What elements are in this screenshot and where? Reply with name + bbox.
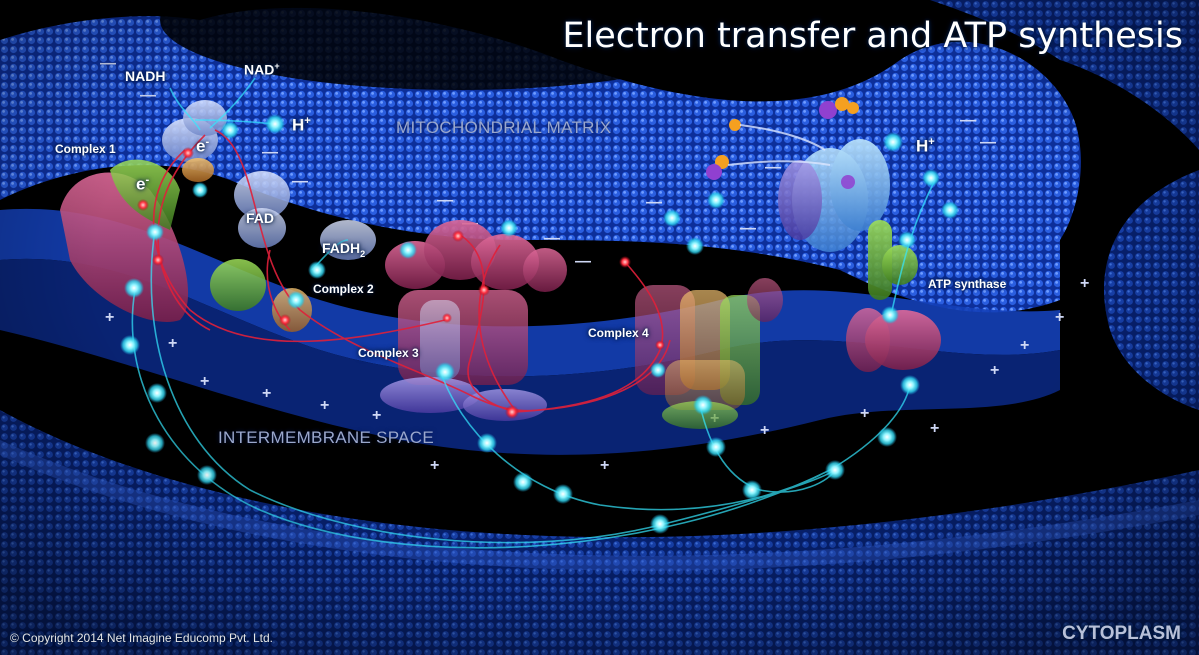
region-intermembrane-label: INTERMEMBRANE SPACE — [218, 428, 435, 447]
complex-2-label: Complex 2 — [313, 282, 374, 296]
copyright-notice: © Copyright 2014 Net Imagine Educomp Pvt… — [10, 631, 273, 645]
proton-label-right: H+ — [916, 136, 935, 157]
nadh-label: NADH — [125, 68, 166, 84]
nad-sup: + — [274, 61, 280, 71]
complex-4-label: Complex 4 — [588, 326, 649, 340]
electron-sup-lower: - — [145, 174, 150, 186]
proton-base-right: H — [916, 136, 929, 156]
diagram-title: Electron transfer and ATP synthesis — [562, 16, 1183, 56]
atp-synthase-label: ATP synthase — [928, 277, 1007, 291]
proton-label-left: H+ — [292, 115, 311, 136]
proton-sup: + — [304, 115, 311, 127]
fad-label: FAD — [246, 210, 274, 226]
fadh-sub: 2 — [360, 248, 366, 259]
fadh-base: FADH — [322, 240, 361, 256]
electron-base: e — [196, 136, 206, 156]
proton-sup-right: + — [928, 136, 935, 148]
complex-3-label: Complex 3 — [358, 346, 419, 360]
nad-base: NAD — [244, 61, 275, 78]
electron-label-upper: e- — [196, 136, 209, 157]
region-matrix-label: MITOCHONDRIAL MATRIX — [396, 118, 612, 137]
region-cytoplasm-label: CYTOPLASM — [1062, 623, 1181, 644]
electron-label-lower: e- — [136, 174, 149, 195]
fadh2-label: FADH2 — [322, 240, 365, 259]
nad-plus-label: NAD+ — [244, 61, 280, 78]
complex-1-label: Complex 1 — [55, 142, 116, 156]
proton-base: H — [292, 115, 305, 135]
electron-sup: - — [205, 136, 210, 148]
electron-base-lower: e — [136, 174, 146, 194]
